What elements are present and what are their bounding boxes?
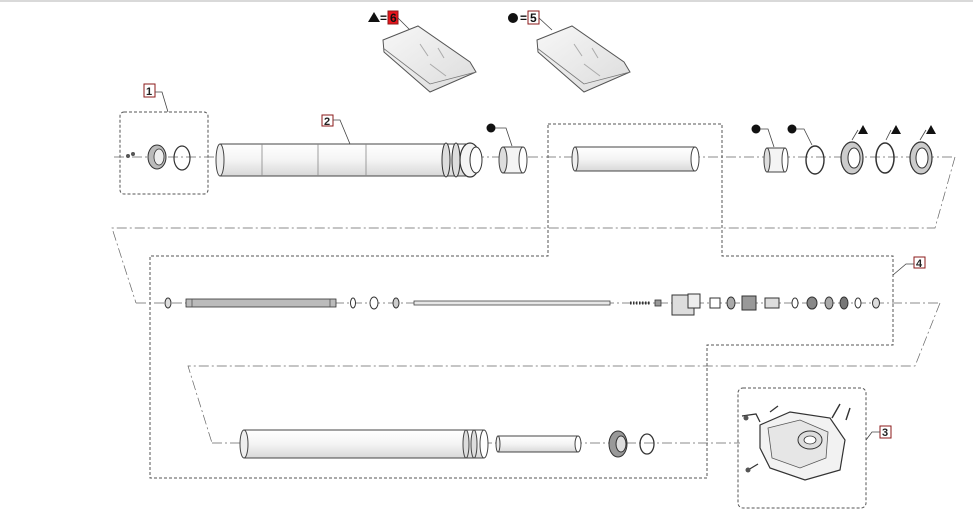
- top-cap-part: [126, 144, 191, 171]
- triangle-marker-icon-3: [926, 125, 936, 134]
- damper-internals: [164, 293, 880, 316]
- callout-3: 3: [865, 425, 892, 441]
- callout-3-label: 3: [882, 427, 888, 439]
- circle-icon: [508, 13, 518, 23]
- callout-4: 4: [892, 256, 926, 276]
- connector-line-1: [111, 156, 956, 304]
- seal-part-1: [840, 125, 868, 175]
- needle-rod: [413, 300, 611, 306]
- circle-marker-icon: [486, 123, 496, 133]
- triangle-icon: [368, 12, 380, 22]
- legend-circle-equals: =: [520, 11, 527, 25]
- callout-1: 1: [143, 83, 169, 113]
- oring-part-1: [787, 124, 825, 175]
- top-border: [0, 0, 973, 2]
- bag-icon-6: [382, 25, 477, 93]
- bushing-part-2: [751, 124, 789, 173]
- circle-marker-icon-3: [787, 124, 797, 134]
- circlip-part: [875, 125, 901, 174]
- group-1-outline: [119, 111, 209, 195]
- bottom-nut-part: [608, 430, 655, 458]
- bushing-part-1: [486, 123, 528, 174]
- seal-part-2: [909, 125, 936, 175]
- callout-1-label: 1: [146, 86, 152, 98]
- legend-triangle: = 6: [368, 10, 411, 31]
- legend-triangle-equals: =: [380, 11, 387, 25]
- legend-circle-number-box: [527, 10, 540, 25]
- triangle-marker-icon-2: [891, 125, 901, 134]
- lower-tube-part: [239, 429, 489, 459]
- circle-marker-icon-2: [751, 124, 761, 134]
- legend-circle-number: 5: [530, 11, 537, 25]
- legend-triangle-number: 6: [390, 11, 397, 25]
- callout-2-label: 2: [324, 116, 330, 128]
- lower-sleeve-part: [495, 435, 582, 453]
- triangle-marker-icon-1: [858, 125, 868, 134]
- connector-line-2: [187, 302, 941, 444]
- group-3-outline: [737, 387, 867, 509]
- dropout-bracket-part: [741, 403, 851, 481]
- group-4-outline: [149, 123, 894, 479]
- inner-sleeve-part: [571, 146, 700, 172]
- upper-tube-part: [215, 142, 483, 178]
- legend-circle: = 5: [508, 10, 553, 31]
- legend-triangle-number-box: [387, 10, 399, 25]
- callout-4-label: 4: [916, 258, 923, 270]
- damper-shaft: [185, 298, 337, 308]
- callout-2: 2: [321, 114, 351, 145]
- bag-icon-5: [536, 25, 631, 93]
